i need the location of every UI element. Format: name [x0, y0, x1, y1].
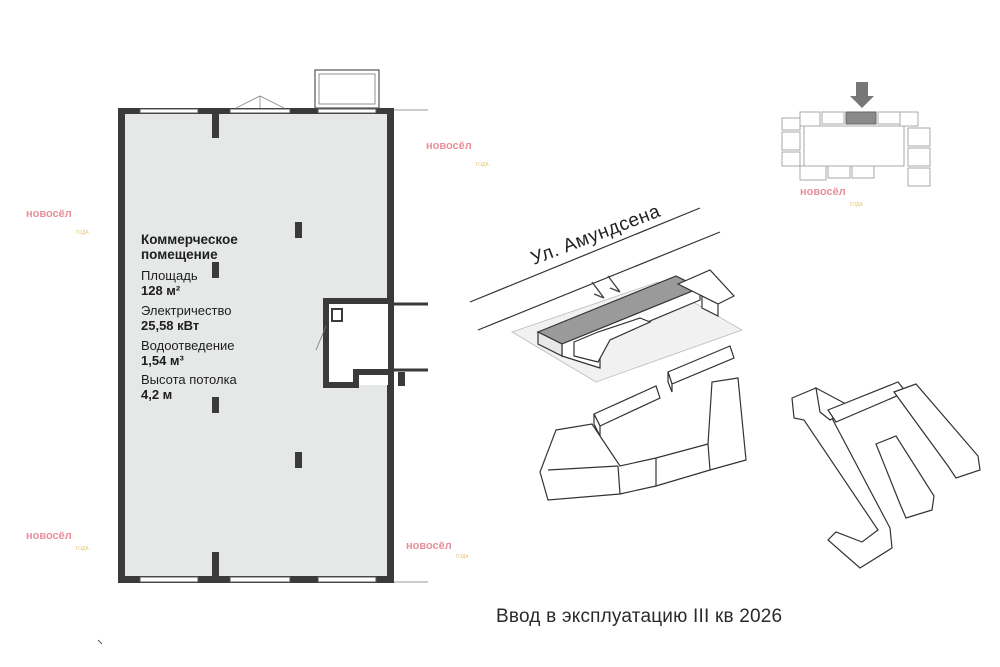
watermark: новосёл ГОДА [26, 208, 89, 236]
key-plan-arrow [850, 82, 874, 108]
watermark-logo: новосёл [426, 140, 472, 152]
watermark-badge: ГОДА [849, 202, 863, 208]
commissioning-date: Ввод в эксплуатацию III кв 2026 [496, 606, 783, 627]
watermark: новосёл ГОДА [26, 530, 89, 552]
watermark-badge: ГОДА [75, 230, 89, 236]
watermark-logo: новосёл [800, 186, 846, 198]
area-value: 128 м² [141, 283, 181, 298]
balcony [314, 69, 380, 109]
drain-label: Водоотведение [141, 338, 235, 353]
right-block [791, 381, 981, 569]
watermark: новосёл ГОДА [406, 540, 469, 560]
watermark-logo: новосёл [406, 540, 452, 552]
area-label: Площадь [141, 268, 198, 283]
entry-arrows [591, 275, 621, 299]
watermark-logo: новосёл [26, 208, 72, 220]
watermark-badge: ГОДА [475, 162, 489, 168]
watermark: новосёл ГОДА [426, 140, 489, 168]
ceiling-label: Высота потолка [141, 372, 237, 387]
bottom-windows [139, 576, 377, 583]
ceiling-value: 4,2 м [141, 387, 173, 402]
top-windows [139, 108, 377, 114]
left-wall [118, 108, 125, 583]
columns [212, 114, 302, 576]
neighbor-blocks [539, 269, 747, 501]
power-label: Электричество [141, 303, 232, 318]
watermark-logo: новосёл [26, 530, 72, 542]
watermark: новосёл ГОДА [800, 186, 863, 208]
key-plan [781, 111, 931, 187]
entrance-door [235, 95, 285, 109]
power-value: 25,58 кВт [141, 318, 200, 333]
drain-value: 1,54 м³ [141, 353, 184, 368]
tech-room [315, 298, 428, 388]
corner-mark [97, 639, 103, 645]
watermark-badge: ГОДА [75, 546, 89, 552]
watermark-badge: ГОДА [455, 554, 469, 560]
street [469, 207, 721, 331]
right-wall [387, 108, 394, 583]
room-title: Коммерческое помещение [141, 232, 238, 262]
